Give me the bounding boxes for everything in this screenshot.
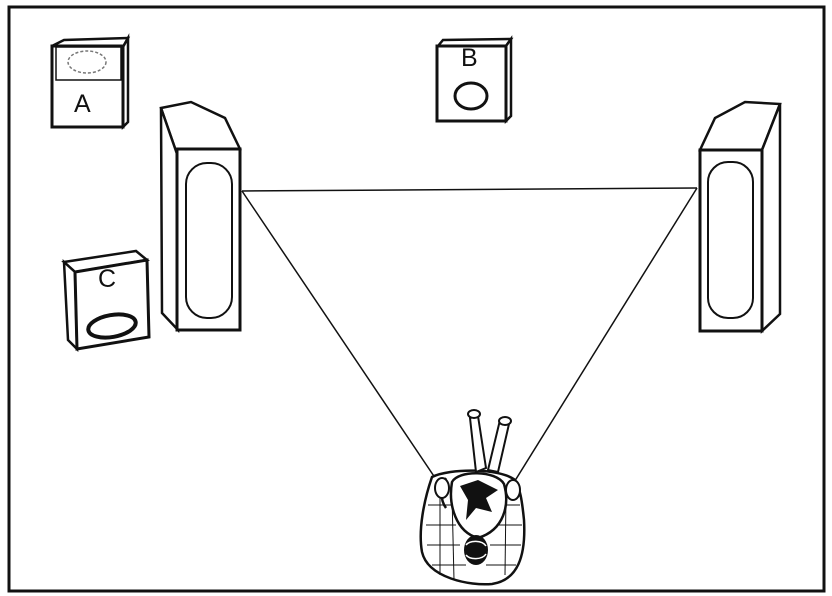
listener-head (464, 535, 488, 565)
listening-triangle (241, 187, 698, 501)
speaker-position-b: B (435, 35, 514, 125)
right-tower-grille (707, 161, 754, 319)
woofer-angled (86, 312, 138, 340)
right-tower-speaker (698, 100, 782, 334)
listener-in-chair (419, 409, 526, 586)
left-tower-grille (185, 162, 233, 319)
left-tower-speaker (159, 100, 242, 334)
speaker-position-a: A (50, 33, 131, 131)
woofer-top-dashed (67, 50, 107, 74)
label-b: B (461, 44, 478, 72)
speaker-position-c: C (61, 249, 151, 353)
label-c: C (98, 265, 116, 293)
woofer-front (453, 81, 489, 111)
label-a: A (74, 90, 91, 118)
